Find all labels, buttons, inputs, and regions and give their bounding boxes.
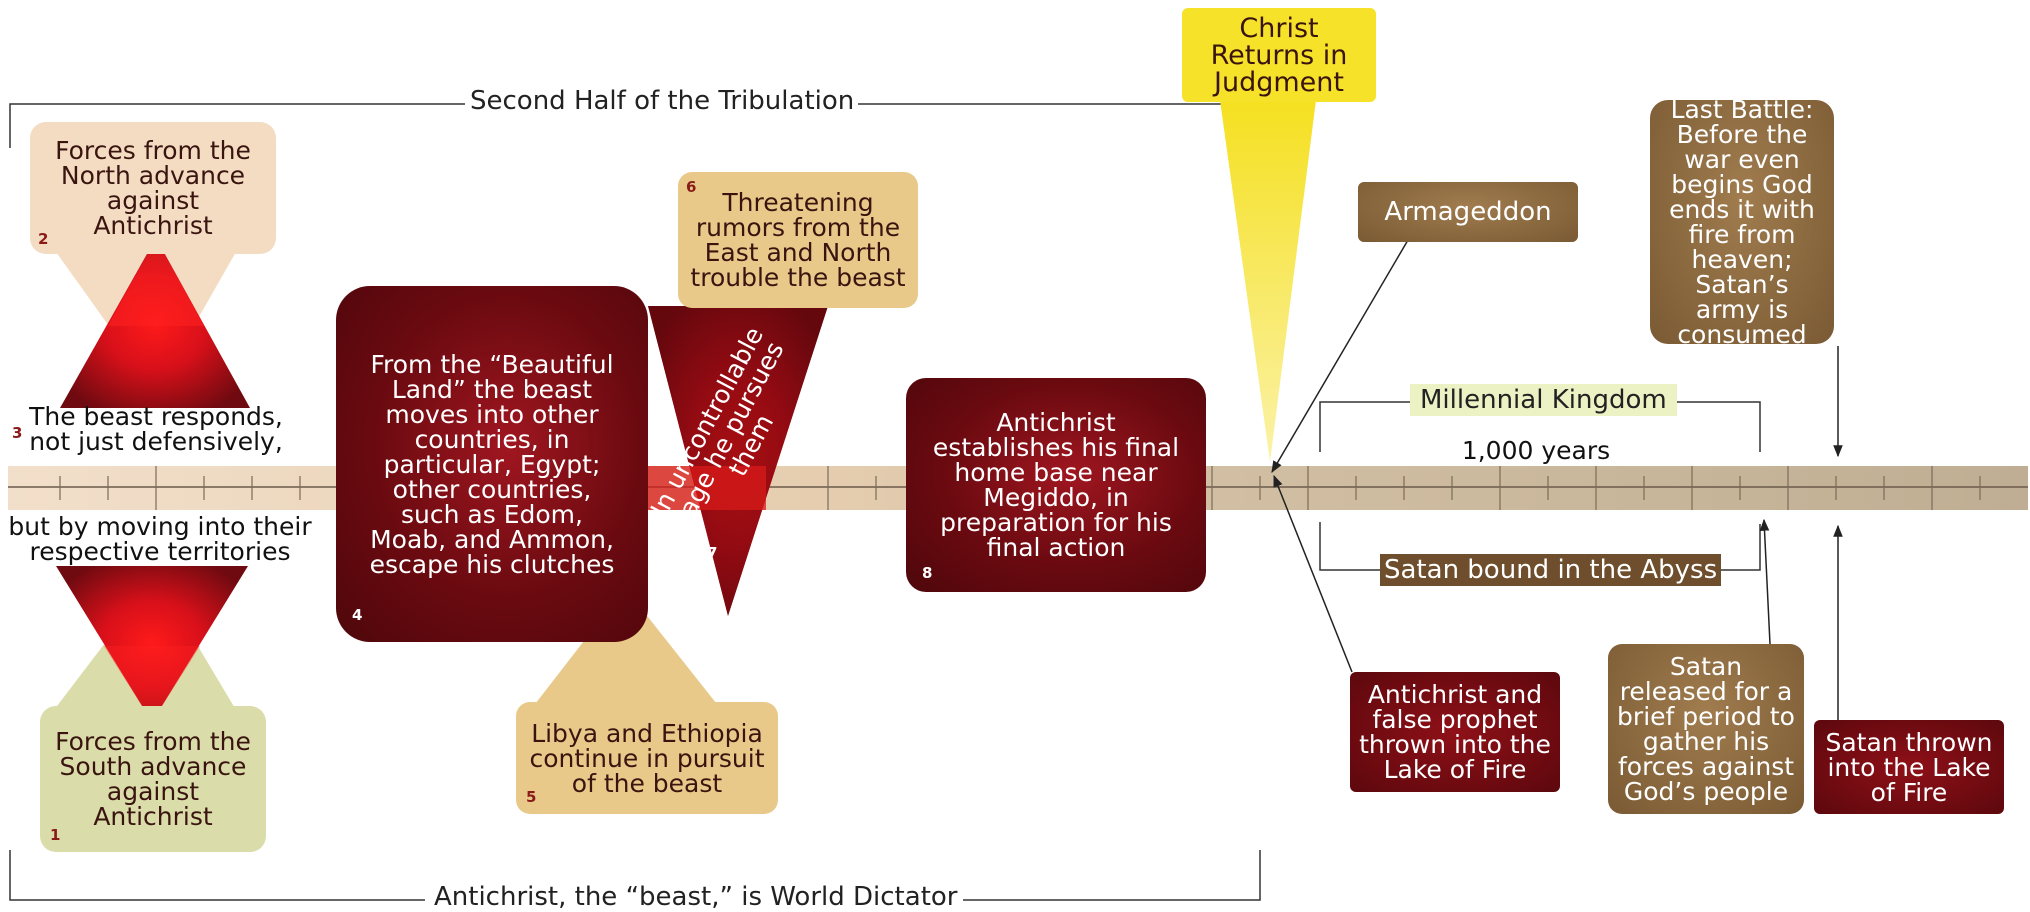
event-1-text: Forces from the South advance against An… [55,727,251,831]
christ-returns-box: Christ Returns in Judgment [1182,8,1376,102]
thousand-years-label: 1,000 years [1461,436,1611,465]
event-1-number: 1 [50,826,61,844]
satan-bound-label: Satan bound in the Abyss [1380,554,1722,586]
event-5-text: Libya and Ethiopia continue in pursuit o… [529,718,765,798]
released-arrow [1759,518,1771,645]
event-2-text: Forces from the North advance against An… [55,136,251,240]
event-3-number: 3 [12,424,23,442]
event-4-text: From the “Beautiful Land” the beast move… [369,349,615,579]
lake-antichrist-text: Antichrist and false prophet thrown into… [1359,680,1551,784]
second-half-label: Second Half of the Tribulation [466,88,859,114]
event-4-box: From the “Beautiful Land” the beast move… [336,286,648,642]
event-3-text-bottom: but by moving into their respective terr… [8,512,312,566]
armageddon-arrow [1271,239,1409,474]
event-3-text-top: The beast responds, not just defensively… [29,402,283,456]
event-1-box: Forces from the South advance against An… [40,706,266,852]
satan-lake-box: Satan thrown into the Lake of Fire [1814,720,2004,814]
world-dictator-bracket [9,850,425,901]
satan-released-box: Satan released for a brief period to gat… [1608,644,1804,814]
armageddon-text: Armageddon [1384,197,1552,227]
libya-pointer [532,588,720,708]
event-7-number: 7 [707,544,718,562]
lake-antichrist-box: Antichrist and false prophet thrown into… [1350,672,1560,792]
event-8-number: 8 [922,564,933,582]
event-6-number: 6 [686,178,697,196]
event-2-box: Forces from the North advance against An… [30,122,276,254]
satan-released-text: Satan released for a brief period to gat… [1617,652,1795,806]
event-5-box: Libya and Ethiopia continue in pursuit o… [516,702,778,814]
timeline-ticks [59,466,1981,510]
rage-band [648,466,766,510]
christ-returns-beam [1220,100,1316,462]
satan-lake-text: Satan thrown into the Lake of Fire [1825,727,1993,807]
satan-bound-bracket [1319,522,1380,571]
world-dictator-label: Antichrist, the “beast,” is World Dictat… [428,884,964,910]
event-2-number: 2 [38,230,49,248]
event-6-box: Threatening rumors from the East and Nor… [678,172,918,308]
millennial-bracket [1319,401,1412,452]
lake-arrow [1273,474,1353,673]
millennial-kingdom-label: Millennial Kingdom [1410,384,1677,416]
event-4-number: 4 [352,606,363,624]
last-battle-box: Last Battle: Before the war even begins … [1650,95,1834,349]
event-6-text: Threatening rumors from the East and Nor… [690,188,906,292]
christ-returns-text: Christ Returns in Judgment [1210,12,1348,98]
red-triangle-down [56,566,248,722]
event-5-number: 5 [526,788,537,806]
armageddon-box: Armageddon [1358,182,1578,242]
last-battle-text: Last Battle: Before the war even begins … [1669,95,1815,349]
event-8-box: Antichrist establishes his final home ba… [906,378,1206,592]
second-half-bracket [9,103,465,148]
event-8-text: Antichrist establishes his final home ba… [932,408,1180,562]
